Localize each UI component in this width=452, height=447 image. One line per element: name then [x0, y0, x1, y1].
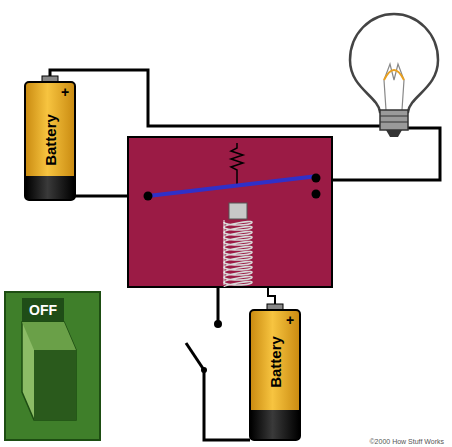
- wire: [50, 70, 382, 126]
- battery: [25, 76, 75, 200]
- battery-label: Battery: [268, 336, 283, 388]
- wire: [218, 285, 224, 323]
- spring: [231, 143, 243, 186]
- wire: [316, 128, 440, 180]
- wire: [204, 370, 250, 440]
- switch-panel: OFF: [5, 292, 100, 440]
- iron-core: [229, 203, 247, 219]
- polarity-mark: +: [61, 85, 69, 99]
- wires: [50, 70, 440, 440]
- contact: [312, 190, 321, 199]
- switch-contact: [214, 320, 222, 328]
- switch-pivot: [201, 367, 207, 373]
- toggle-switch: [5, 292, 100, 440]
- switch-blade: [186, 343, 204, 370]
- copyright-note: ©2000 How Stuff Works: [369, 438, 444, 445]
- coil-edge: [224, 220, 225, 285]
- polarity-mark: +: [286, 313, 294, 327]
- coil-winding: [224, 282, 252, 287]
- pivot: [144, 192, 153, 201]
- battery-label-area: +Battery: [250, 310, 300, 440]
- relay-housing: [128, 137, 332, 287]
- light-bulb: [350, 14, 438, 137]
- battery: [250, 304, 300, 440]
- coil: [224, 220, 252, 287]
- switch-state: OFF: [29, 303, 57, 317]
- contact: [312, 174, 321, 183]
- battery-label: Battery: [43, 114, 58, 166]
- battery-label-area: + Battery: [25, 82, 75, 200]
- armature: [148, 176, 318, 196]
